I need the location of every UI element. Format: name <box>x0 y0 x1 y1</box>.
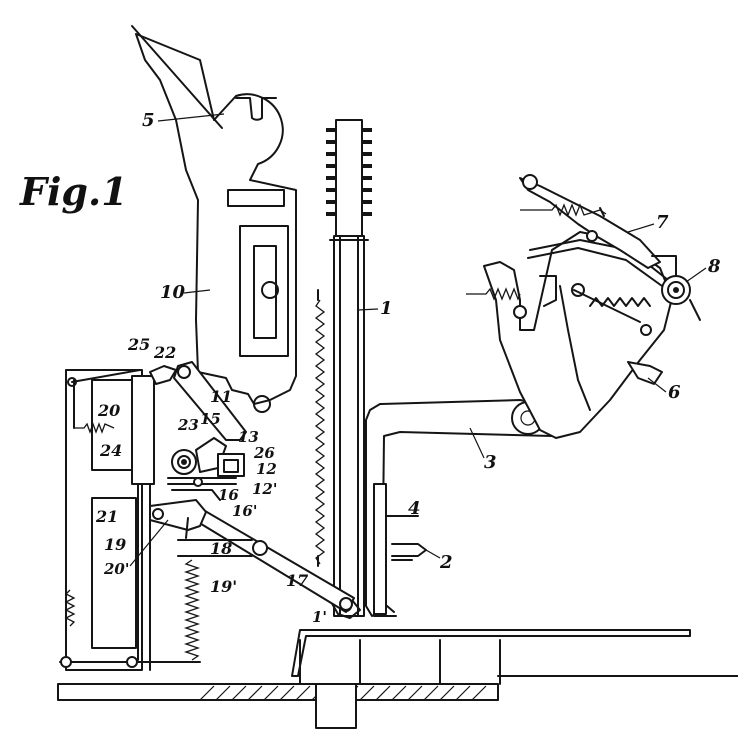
label-7: 7 <box>656 212 669 233</box>
label-19: 19 <box>104 535 126 554</box>
damper-4 <box>373 483 419 617</box>
spring-19p <box>183 559 201 661</box>
label-12p: 12' <box>252 480 277 498</box>
label-8: 8 <box>707 256 721 277</box>
pins-2 <box>391 543 427 561</box>
label-17: 17 <box>286 571 308 590</box>
lever-11 <box>173 361 247 441</box>
label-13: 13 <box>238 428 259 446</box>
lever-18 <box>149 499 253 557</box>
label-15: 15 <box>200 410 221 428</box>
label-10: 10 <box>160 282 186 303</box>
label-1p: 1' <box>312 608 327 626</box>
label-2: 2 <box>439 552 453 573</box>
spring-left <box>64 589 76 627</box>
label-12: 12 <box>256 460 277 478</box>
upper-mechanism <box>466 174 701 439</box>
key-bed <box>291 629 738 685</box>
label-4: 4 <box>408 498 421 519</box>
label-23: 23 <box>177 416 199 434</box>
label-19p: 19' <box>210 577 237 596</box>
label-20p: 20' <box>103 560 129 578</box>
key-spring <box>314 299 326 565</box>
link-17 <box>187 507 355 613</box>
base-plate <box>57 683 499 729</box>
label-26: 26 <box>253 444 275 462</box>
label-18: 18 <box>210 539 232 558</box>
label-6: 6 <box>668 382 681 403</box>
jack-assembly <box>131 365 245 501</box>
label-16: 16 <box>218 486 239 504</box>
label-16p: 16' <box>232 502 257 520</box>
label-24: 24 <box>99 441 122 460</box>
labels: 5 10 1 7 8 6 3 4 2 11 25 22 20 23 15 13 … <box>95 110 721 626</box>
label-5: 5 <box>142 110 155 131</box>
label-11: 11 <box>210 387 232 406</box>
label-21: 21 <box>95 507 118 526</box>
key-1 <box>326 119 372 619</box>
lever-3 <box>365 399 567 617</box>
label-25: 25 <box>127 335 150 354</box>
label-3: 3 <box>484 452 497 473</box>
label-1: 1 <box>380 298 393 319</box>
figure-title: Fig.1 <box>19 169 128 214</box>
label-20: 20 <box>97 401 120 420</box>
hammer-butt-10 <box>131 25 297 413</box>
spring-24 <box>74 422 115 434</box>
label-22: 22 <box>153 343 176 362</box>
